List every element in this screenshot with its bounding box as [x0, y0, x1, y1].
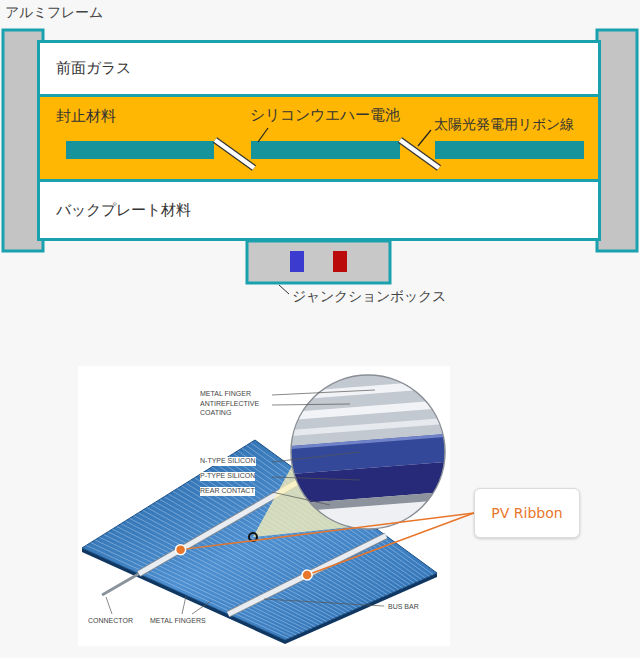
part-name: REAR CONTACT [200, 487, 255, 496]
leader-line [418, 130, 431, 146]
leader-line [272, 452, 360, 462]
part-name: シリコンウエハー電池 [250, 106, 400, 125]
layer-name: バックプレート材料 [56, 201, 191, 220]
aluminium-frame [3, 30, 637, 251]
leader-line [272, 390, 375, 395]
finger-ridge [290, 400, 446, 420]
terminal-negative [290, 251, 304, 272]
connector-tab [102, 574, 139, 595]
part-name: アルミフレーム [5, 4, 103, 22]
leader-line [272, 492, 330, 505]
part-name: 太陽光発電用リボン線 [434, 116, 574, 134]
top-leaders [258, 128, 431, 146]
backsheet-layer: バックプレート材料 [37, 179, 601, 241]
bus-bar [228, 536, 386, 614]
metal-finger [112, 529, 311, 628]
cell [251, 141, 400, 159]
ribbons [215, 140, 439, 168]
junction-box [247, 241, 390, 294]
callout-dot [302, 570, 312, 580]
rear-contact-layer [290, 492, 446, 512]
junction-box-body [247, 241, 390, 283]
ribbon-outline [215, 140, 254, 168]
part-name: ANTIREFLECTIVE COATING [200, 400, 270, 418]
leader-line [192, 601, 211, 614]
leader-line [258, 128, 268, 142]
callout-dot [176, 545, 186, 555]
backsheet-fill [37, 179, 601, 241]
glass-fill [37, 40, 601, 97]
part-name: ジャンクションボックス [292, 288, 446, 306]
callout-box: PV Ribbon [474, 488, 580, 538]
cell [435, 141, 584, 159]
part-name: METAL FINGERS [150, 617, 206, 626]
illustration-panel [78, 366, 450, 646]
callout-leaders [106, 513, 474, 614]
zoom-cross-section [290, 374, 446, 530]
metal-finger [104, 535, 304, 632]
leader-line [182, 596, 186, 614]
zoom-circle [291, 375, 445, 529]
frame-right [597, 30, 637, 251]
part-name: N-TYPE SILICON [200, 457, 256, 466]
part-name: P-TYPE SILICON [200, 472, 255, 481]
terminal-positive [333, 251, 347, 272]
leader-line [106, 597, 112, 614]
layer-name: 前面ガラス [56, 59, 131, 78]
part-name: METAL FINGER [200, 390, 251, 399]
layer-name: 封止材料 [56, 107, 116, 126]
glass-layer: 前面ガラス [37, 40, 601, 97]
leader-line [279, 285, 289, 294]
callout-leader [307, 513, 474, 575]
leader-line [264, 599, 384, 606]
leader-line [272, 477, 360, 480]
cell [66, 141, 214, 159]
part-name: BUS BAR [388, 603, 419, 612]
wafer-cells [66, 141, 584, 159]
finger-ridge [290, 418, 446, 436]
part-name: CONNECTOR [88, 617, 133, 626]
inset-leaders [272, 390, 375, 505]
bus-bar-outline [228, 536, 386, 614]
finger-surface [290, 374, 446, 446]
metal-finger [117, 526, 316, 626]
zoom-ground [290, 374, 446, 530]
encapsulant-fill [37, 94, 601, 182]
ribbon [215, 140, 254, 168]
leader-line [272, 404, 350, 405]
callout-leader [181, 513, 474, 550]
callout-text: PV Ribbon [491, 505, 562, 521]
coating-layer [290, 434, 446, 449]
metal-finger [86, 545, 288, 638]
